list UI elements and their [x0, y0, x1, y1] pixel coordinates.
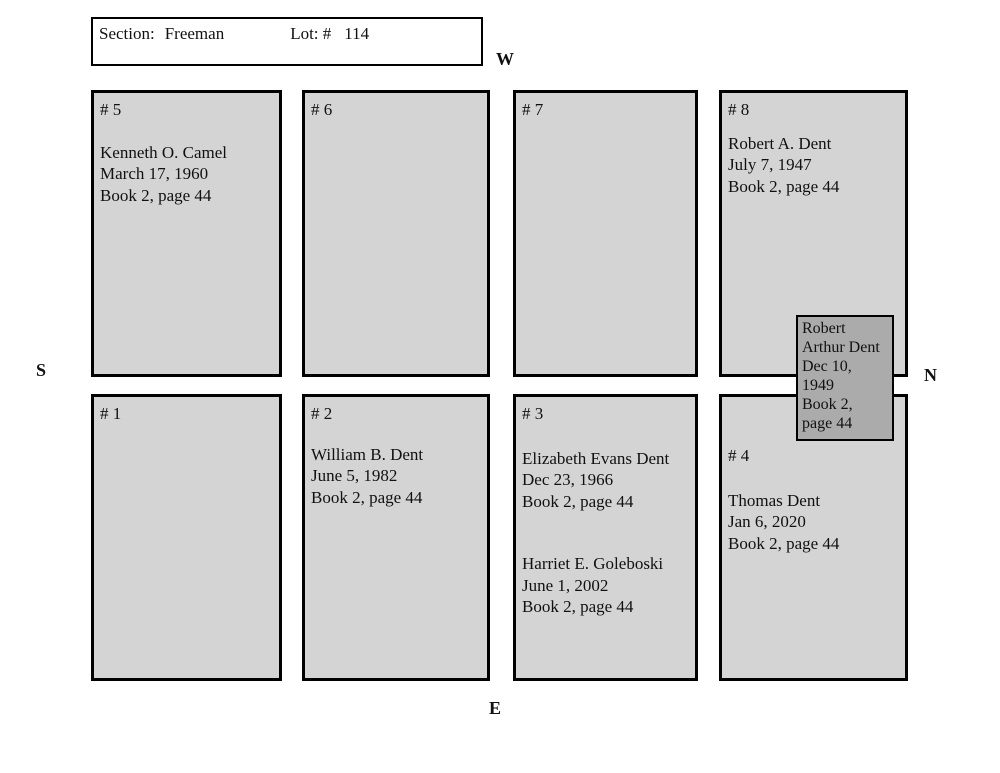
interment-date: July 7, 1947	[728, 155, 812, 174]
interment-date: March 17, 1960	[100, 164, 209, 183]
interment-name: Thomas Dent	[728, 490, 821, 510]
compass-west-label: W	[496, 49, 514, 69]
interment-book-ref: Book 2, page 44	[522, 491, 634, 511]
section-label: Section:	[99, 24, 155, 43]
overlay-line: Arthur Dent	[802, 339, 880, 356]
overlay-line: 1949	[802, 377, 834, 394]
interment-name: Robert A. Dent	[728, 133, 832, 153]
overlay-line: Book 2,	[802, 396, 853, 413]
overlay-line: Robert	[802, 320, 846, 337]
plot-number: # 7	[522, 100, 544, 119]
interment-name: Harriet E. Goleboski	[522, 554, 664, 573]
plot-number: # 1	[100, 404, 122, 423]
compass-south-label: S	[36, 360, 47, 380]
interment-entry: Robert A. Dent July 7, 1947 Book 2, page…	[728, 133, 897, 198]
plot-number: # 5	[100, 100, 122, 119]
interment-name: Kenneth O. Camel	[100, 142, 227, 162]
interment-date: June 5, 1982	[311, 466, 398, 485]
overlay-line: page 44	[802, 415, 853, 432]
compass-north-label: N	[924, 365, 937, 385]
plot-3: # 3 Elizabeth Evans Dent Dec 23, 1966 Bo…	[513, 394, 698, 681]
interment-entry: William B. Dent June 5, 1982 Book 2, pag…	[311, 444, 479, 509]
interment-date: Jan 6, 2020	[728, 512, 806, 531]
compass-east-label: E	[489, 698, 502, 718]
plot-number: # 3	[522, 404, 544, 423]
plot-7: # 7	[513, 90, 698, 377]
plot-6: # 6	[302, 90, 490, 377]
plot-5: # 5 Kenneth O. Camel March 17, 1960 Book…	[91, 90, 282, 377]
interment-book-ref: Book 2, page 44	[728, 176, 840, 196]
interment-entry: Harriet E. Goleboski June 1, 2002 Book 2…	[522, 553, 687, 618]
interment-name: Elizabeth Evans Dent	[522, 448, 670, 468]
interment-entry: Elizabeth Evans Dent Dec 23, 1966 Book 2…	[522, 448, 687, 513]
interment-name: William B. Dent	[311, 444, 424, 464]
plot-number: # 8	[728, 100, 750, 119]
plot-number: # 6	[311, 100, 333, 119]
interment-book-ref: Book 2, page 44	[728, 533, 840, 553]
plot-number: # 4	[728, 446, 750, 465]
interment-book-ref: Book 2, page 44	[522, 597, 634, 616]
interment-book-ref: Book 2, page 44	[100, 185, 212, 205]
interment-date: Dec 23, 1966	[522, 470, 614, 489]
lot-value: 114	[344, 24, 370, 43]
overlay-line: Dec 10,	[802, 358, 852, 375]
section-value: Freeman	[164, 24, 225, 43]
plot-2: # 2 William B. Dent June 5, 1982 Book 2,…	[302, 394, 490, 681]
plot-4: # 4 Thomas Dent Jan 6, 2020 Book 2, page…	[719, 394, 908, 681]
plot-1: # 1	[91, 394, 282, 681]
interment-entry: Thomas Dent Jan 6, 2020 Book 2, page 44	[728, 490, 897, 555]
interment-date: June 1, 2002	[522, 575, 609, 595]
section-lot-header: Section: Freeman Lot: # 114	[91, 17, 483, 66]
overlay-interment-box: Robert Arthur Dent Dec 10, 1949 Book 2, …	[796, 315, 894, 441]
plot-number: # 2	[311, 404, 333, 423]
interment-entry: Kenneth O. Camel March 17, 1960 Book 2, …	[100, 142, 271, 207]
interment-book-ref: Book 2, page 44	[311, 487, 423, 507]
lot-label: Lot: #	[290, 24, 332, 43]
